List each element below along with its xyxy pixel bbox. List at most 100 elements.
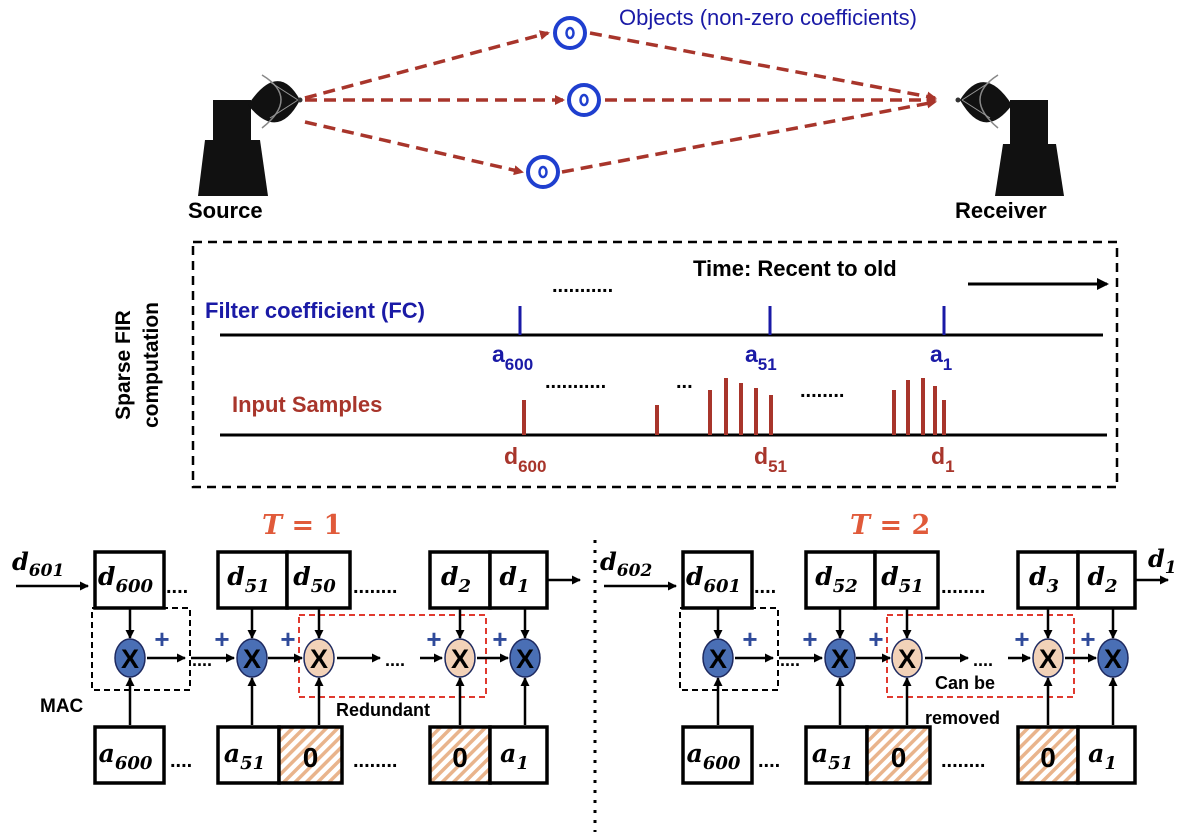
multiply-icon: X [310,644,328,674]
label-base: d [227,562,244,591]
redundant-multiplier [891,638,923,678]
delay-register-value: d601 [686,562,741,597]
accumulate-ellipsis: .... [192,650,212,670]
fc-stems [518,306,946,335]
multiply-icon: X [121,644,139,674]
delay-register-cell [873,550,940,610]
object-target-icon [526,155,560,189]
label-base: d [12,547,29,576]
multiply-icon: X [709,644,727,674]
label-base: a [99,739,115,768]
label-base: d [931,443,945,469]
coefficient-cell [681,725,754,785]
label-base: a [492,341,505,367]
label-subscript: 51 [899,576,924,597]
label-subscript: 51 [758,355,777,374]
label-subscript: 51 [245,576,270,597]
time-var: T [850,510,872,541]
label-base: d [686,562,703,591]
label-subscript: 600 [518,457,546,476]
path-object3-receiver [561,98,937,174]
label-subscript: 601 [703,576,741,597]
label-subscript: 601 [29,561,65,581]
time-eq: = 2 [870,510,930,541]
fc-tick-label: a51 [745,341,777,374]
path-source-object1 [304,30,550,100]
coefficient-value: a600 [99,739,153,774]
output-sample-label: d1 [1148,544,1177,578]
multiply-icon: X [451,644,469,674]
path-object1-receiver [589,31,937,102]
fc-dots: ........... [552,275,613,297]
plus-icon: + [1080,624,1095,654]
accumulate-ellipsis: .... [780,650,800,670]
redundant-label: Redundant [336,700,430,720]
coefficient-cell [804,725,869,785]
coefficient-cell [1076,725,1137,785]
coef-ellipsis: ........ [941,750,985,772]
removable-label-line2: removed [925,708,1000,728]
plus-icon: + [154,624,169,654]
zero-coefficient-cell [865,725,932,785]
label-base: a [930,341,943,367]
label-subscript: 1 [516,753,529,774]
label-base: d [441,562,458,591]
zero-coefficient-value: 0 [891,742,907,773]
label-base: d [504,443,518,469]
coefficient-cell [216,725,281,785]
label-base: d [600,547,617,576]
redundant-box [886,614,1075,698]
delay-register-value: d1 [499,562,529,597]
delay-register-value: d51 [227,562,270,597]
label-subscript: 51 [828,753,853,774]
label-subscript: 52 [833,576,858,597]
delay-register-value: d2 [1087,562,1117,597]
label-base: a [687,739,703,768]
label-subscript: 2 [457,576,471,597]
time-step-title: T = 2 [850,510,930,541]
multiplier [114,638,146,678]
delay-register-cell [285,550,352,610]
time-label: Time: Recent to old [693,256,897,281]
redundant-multiplier [444,638,476,678]
coefficient-value: a1 [500,739,529,774]
label-base: d [881,562,898,591]
delay-register-value: d50 [293,562,336,597]
plus-icon: + [280,624,295,654]
label-base: a [224,739,240,768]
delay-register-value: d600 [98,562,154,597]
coefficient-value: a600 [687,739,741,774]
multiply-icon: X [516,644,534,674]
plus-icon: + [214,624,229,654]
plus-icon: + [868,624,883,654]
multiply-icon: X [243,644,261,674]
mac-label: MAC [40,696,84,717]
label-subscript: 600 [115,753,153,774]
multiplier [509,638,541,678]
coefficient-value: a1 [1088,739,1117,774]
delay-register-value: d3 [1029,562,1059,597]
label-subscript: 51 [768,457,787,476]
data-ellipsis: .... [754,576,776,598]
delay-register-value: d2 [441,562,471,597]
redundant-multiplier [303,638,335,678]
label-subscript: 600 [115,576,153,597]
delay-register-value: d52 [815,562,858,597]
object-target-icon [567,83,601,117]
input-dots-2: ... [676,371,693,393]
zero-coefficient-value: 0 [303,742,319,773]
coefficient-value: a51 [812,739,853,774]
data-ellipsis: .... [166,576,188,598]
multiply-icon: X [1104,644,1122,674]
label-base: d [98,562,115,591]
side-title-line1: Sparse FIR [112,310,135,420]
fc-label: Filter coefficient (FC) [205,298,425,323]
multiplier [236,638,268,678]
delay-register-cell [488,550,549,610]
time-var: T [262,510,284,541]
delay-register-value: d51 [881,562,924,597]
multiply-icon: X [831,644,849,674]
zero-coefficient-value: 0 [1040,742,1056,773]
label-subscript: 600 [703,753,741,774]
